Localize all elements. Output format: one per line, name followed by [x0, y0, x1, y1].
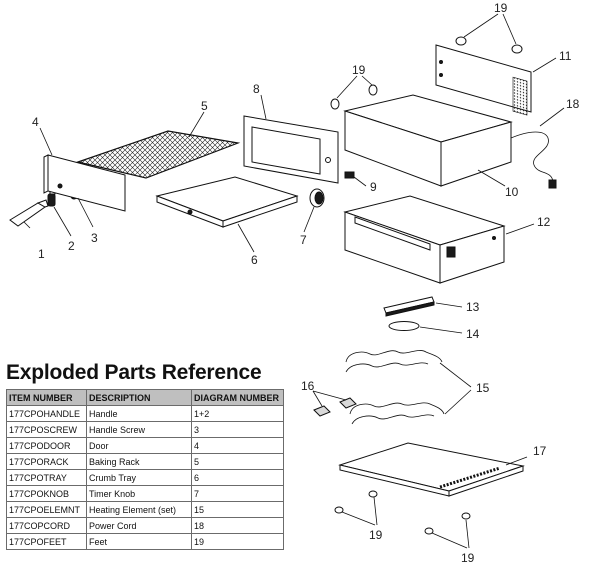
callout-19-lower-right: 19 [461, 551, 475, 565]
heating-element-part [345, 350, 445, 425]
column-header-description: DESCRIPTION [86, 389, 192, 406]
front-panel-part [243, 115, 339, 184]
callout-7: 7 [300, 233, 307, 247]
description-cell: Timer Knob [86, 485, 192, 502]
baking-rack-part [75, 130, 241, 179]
callout-16: 16 [301, 379, 315, 393]
callout-10: 10 [505, 185, 519, 199]
item-number-cell: 177COPCORD [6, 517, 87, 534]
callout-4: 4 [32, 115, 39, 129]
base-chassis-part [343, 195, 506, 284]
description-cell: Heating Element (set) [86, 501, 192, 518]
callout-labels: 1 2 3 4 5 6 7 8 9 10 11 12 13 14 15 16 1… [32, 1, 580, 565]
diagram-number-cell: 19 [191, 533, 284, 550]
callout-1: 1 [38, 247, 45, 261]
item-number-cell: 177CPOFEET [6, 533, 87, 550]
diagram-number-cell: 4 [191, 437, 284, 454]
crumb-tray-part [155, 176, 299, 228]
callout-19-top: 19 [494, 1, 508, 15]
power-cord-part [510, 131, 557, 189]
callout-14: 14 [466, 327, 480, 341]
diagram-number-cell: 18 [191, 517, 284, 534]
parts-reference-table: ITEM NUMBER DESCRIPTION DIAGRAM NUMBER 1… [6, 389, 284, 550]
description-cell: Baking Rack [86, 453, 192, 470]
item-number-cell: 177CPOSCREW [6, 421, 87, 438]
description-cell: Feet [86, 533, 192, 550]
callout-19-upper: 19 [352, 63, 366, 77]
callout-13: 13 [466, 300, 480, 314]
item-number-cell: 177CPOHANDLE [6, 405, 87, 422]
door-part [43, 154, 126, 212]
callout-17: 17 [533, 444, 547, 458]
element-bracket-part [383, 296, 435, 317]
timer-knob-part [309, 188, 325, 208]
table-header-row: ITEM NUMBER DESCRIPTION DIAGRAM NUMBER [6, 389, 284, 406]
diagram-number-cell: 7 [191, 485, 284, 502]
back-panel-part [435, 44, 532, 116]
callout-6: 6 [251, 253, 258, 267]
callout-8: 8 [253, 82, 260, 96]
callout-2: 2 [68, 239, 75, 253]
item-number-cell: 177CPODOOR [6, 437, 87, 454]
callout-5: 5 [201, 99, 208, 113]
description-cell: Handle [86, 405, 192, 422]
gasket-part [388, 321, 420, 331]
diagram-number-cell: 3 [191, 421, 284, 438]
diagram-number-cell: 15 [191, 501, 284, 518]
callout-9: 9 [370, 180, 377, 194]
callout-19-lower-left: 19 [369, 528, 383, 542]
item-number-cell: 177CPORACK [6, 453, 87, 470]
callout-18: 18 [566, 97, 580, 111]
callout-3: 3 [91, 231, 98, 245]
callout-15: 15 [476, 381, 490, 395]
handle-part [9, 199, 49, 227]
item-number-cell: 177CPOELEMNT [6, 501, 87, 518]
item-number-cell: 177CPOTRAY [6, 469, 87, 486]
diagram-number-cell: 5 [191, 453, 284, 470]
element-clip-part [313, 397, 357, 417]
parts-reference-title: Exploded Parts Reference [6, 361, 262, 384]
diagram-number-cell: 1+2 [191, 405, 284, 422]
description-cell: Handle Screw [86, 421, 192, 438]
callout-12: 12 [537, 215, 551, 229]
foot-parts [330, 36, 523, 535]
description-cell: Crumb Tray [86, 469, 192, 486]
clip-part [344, 171, 355, 179]
bottom-plate-part [338, 442, 525, 497]
leader-lines [23, 13, 565, 549]
diagram-number-cell: 6 [191, 469, 284, 486]
description-cell: Door [86, 437, 192, 454]
callout-11: 11 [559, 49, 572, 63]
column-header-item-number: ITEM NUMBER [6, 389, 87, 406]
item-number-cell: 177CPOKNOB [6, 485, 87, 502]
top-cover-part [343, 94, 513, 187]
description-cell: Power Cord [86, 517, 192, 534]
column-header-diagram-number: DIAGRAM NUMBER [191, 389, 284, 406]
